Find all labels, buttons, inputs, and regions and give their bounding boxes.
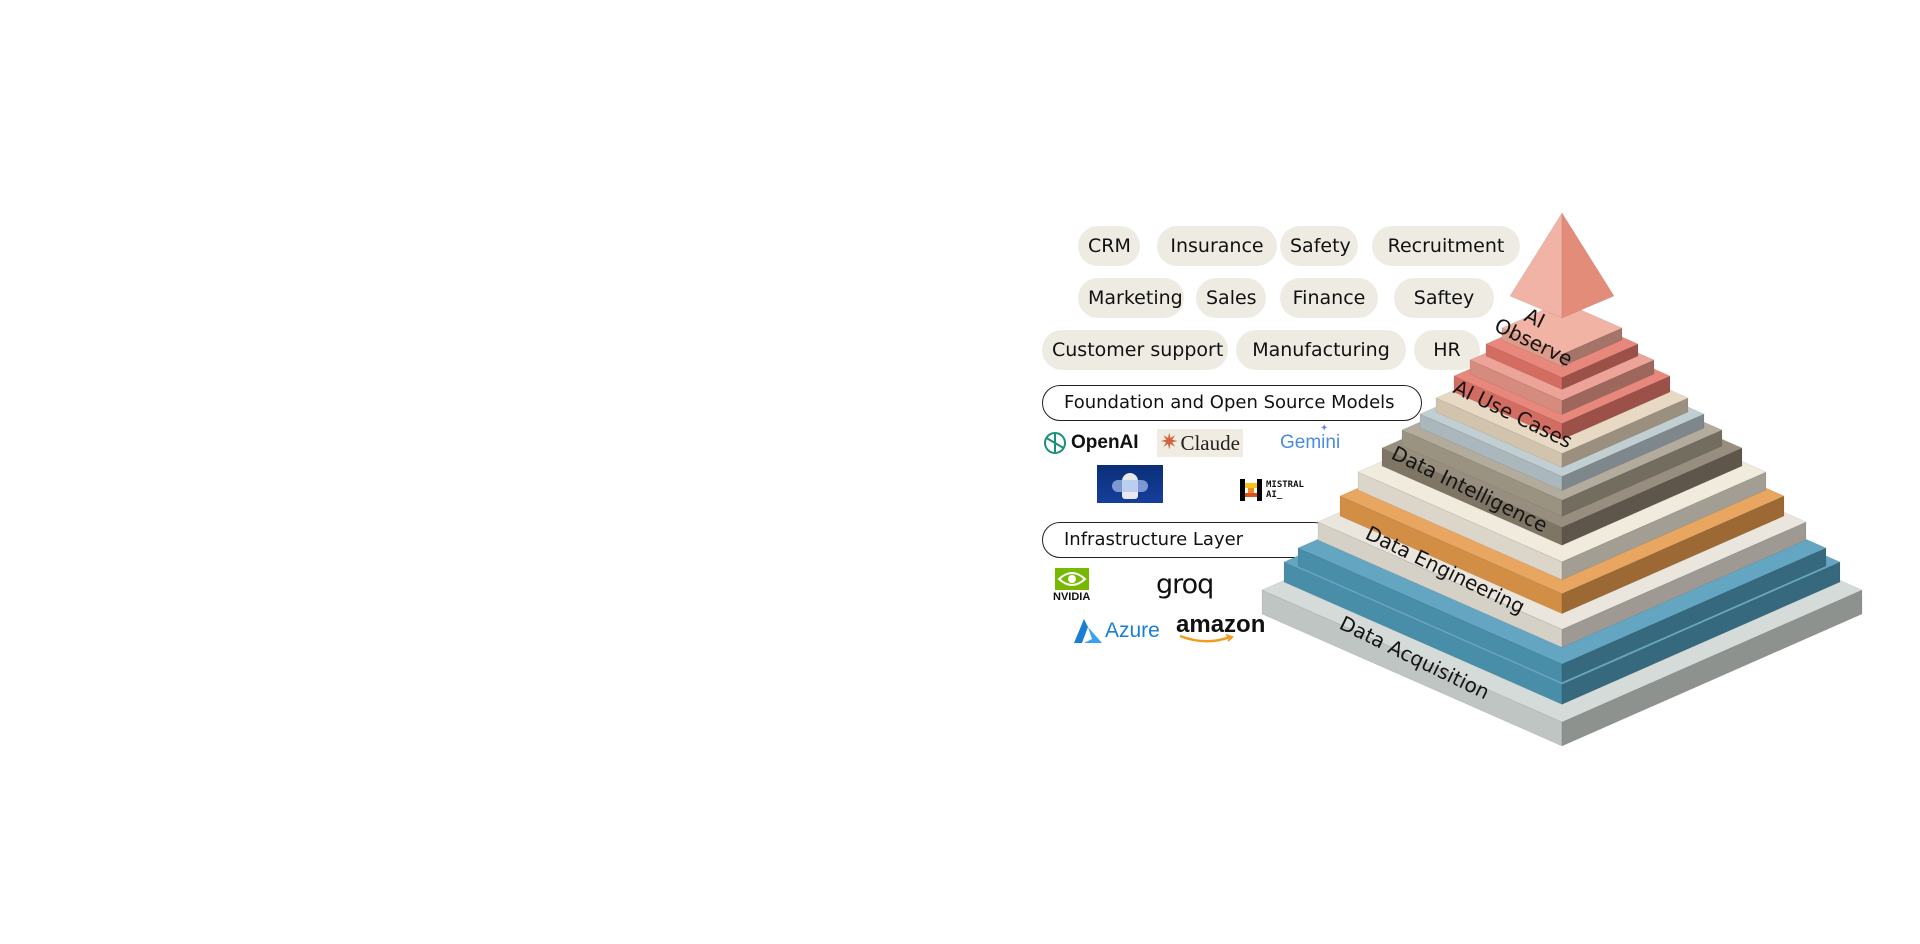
gemini-logo: Gemini ✦ [1280,423,1341,457]
nvidia-logo: NVIDIA [1053,568,1090,603]
models-header: Foundation and Open Source Models [1042,385,1422,421]
nvidia-eye-icon [1054,568,1089,590]
infrastructure-header: Infrastructure Layer [1042,522,1332,558]
azure-logo: Azure [1072,616,1160,646]
claude-logo: ✷ Claude [1157,429,1243,457]
ai-observe-slab-2-right-face [1561,359,1655,416]
ai-use-cases-slab-4-right-face [1561,397,1689,469]
groq-logo: groq [1156,568,1214,600]
amazon-logo: amazon [1176,612,1265,644]
data-intelligence-slab-2-right-face [1561,471,1767,581]
use-case-pill-manufacturing: Manufacturing [1236,330,1406,370]
use-case-pill-marketing: Marketing [1078,278,1184,318]
claude-wordmark: Claude [1180,430,1240,455]
llama-image [1097,465,1163,503]
groq-wordmark: groq [1156,568,1214,600]
nvidia-wordmark: NVIDIA [1053,591,1091,603]
amazon-wordmark: amazon [1176,611,1266,638]
azure-icon [1074,619,1102,643]
use-case-pill-insurance: Insurance [1157,226,1277,266]
use-case-pill-sales: Sales [1196,278,1266,318]
openai-logo: OpenAI [1042,429,1139,457]
amazon-smile-icon [1179,634,1234,643]
use-case-pill-saftey: Saftey [1394,278,1494,318]
use-case-pill-recruitment: Recruitment [1372,226,1520,266]
gemini-sparkle-icon: ✦ [1320,423,1329,434]
mistral-logo: MISTRAL AI_ [1240,478,1304,502]
use-case-pill-customer-support: Customer support [1042,330,1228,370]
use-case-pill-hr: HR [1414,330,1480,370]
mistral-wordmark-line1: MISTRAL [1266,480,1304,490]
claude-asterisk-icon: ✷ [1160,430,1179,455]
gemini-wordmark: Gemini [1280,432,1341,453]
use-case-pill-crm: CRM [1078,226,1140,266]
use-case-pill-finance: Finance [1280,278,1378,318]
apex-left-face [1509,211,1563,319]
openai-wordmark: OpenAI [1071,432,1139,453]
openai-icon [1044,432,1066,454]
apex-right-face [1561,211,1615,319]
mistral-icon [1240,479,1262,501]
use-case-pill-safety: Safety [1280,226,1358,266]
ai-observe-slab-4-top-face [1501,301,1623,355]
azure-wordmark: Azure [1105,619,1160,642]
mistral-wordmark-line2: AI_ [1266,490,1283,500]
